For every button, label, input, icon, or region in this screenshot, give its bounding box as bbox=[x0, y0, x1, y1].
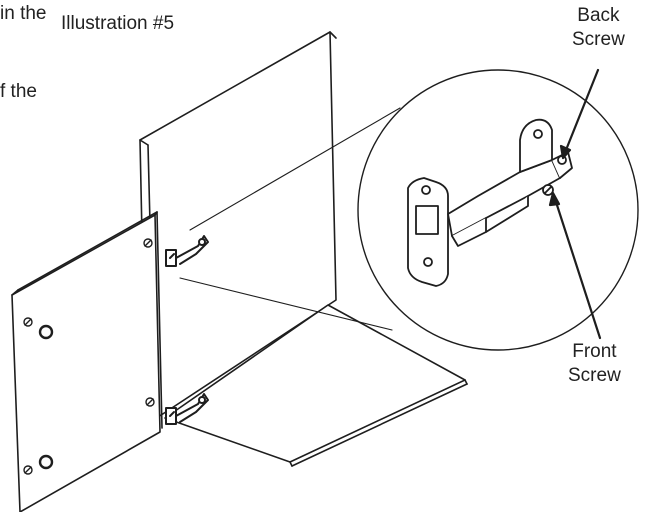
hinge-detail bbox=[407, 118, 573, 287]
back-screw-label-line2: Screw bbox=[572, 29, 625, 50]
front-screw-label: Front Screw bbox=[568, 340, 621, 388]
back-screw-label-line1: Back bbox=[577, 5, 620, 26]
back-screw-label: Back Screw bbox=[572, 4, 625, 52]
bottom-shelf bbox=[164, 304, 468, 467]
figure-caption: Illustration #5 bbox=[61, 13, 175, 34]
knob-icon bbox=[38, 324, 54, 470]
zoom-lines bbox=[179, 107, 401, 331]
front-screw-label-line2: Screw bbox=[568, 365, 621, 386]
upper-small-hinge bbox=[165, 235, 209, 267]
intro-text-fragment: in the bbox=[0, 3, 47, 24]
concealed-hinge-icon bbox=[165, 235, 209, 425]
door-panel bbox=[11, 211, 163, 512]
intro-text-fragment-2: f the bbox=[0, 81, 37, 102]
callout-arrows bbox=[548, 68, 602, 340]
lower-small-hinge bbox=[165, 393, 209, 425]
screw-icon bbox=[23, 238, 155, 475]
front-screw-label-line1: Front bbox=[572, 341, 617, 362]
